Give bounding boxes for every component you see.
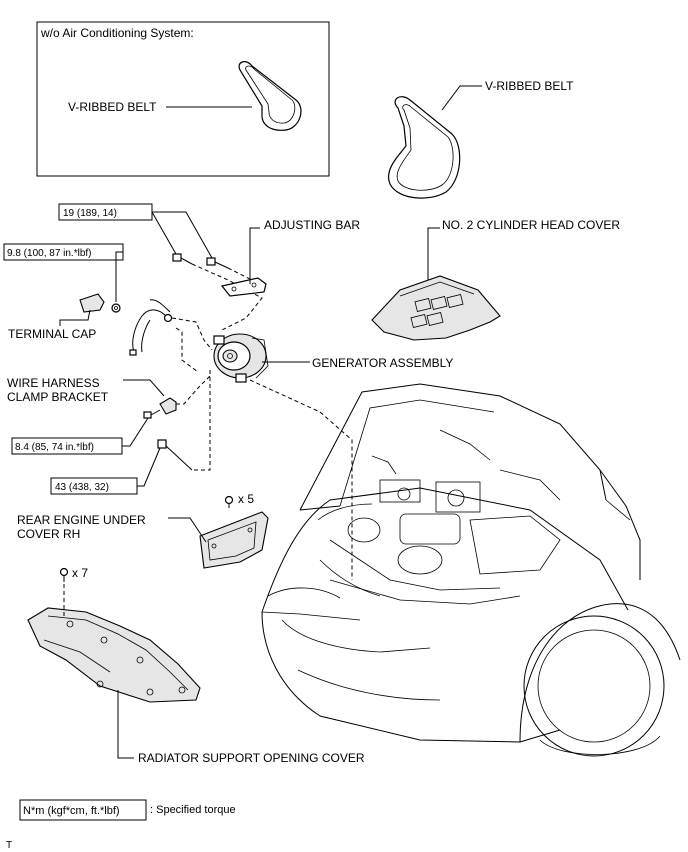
clip-icon [59,567,69,582]
inset-v-ribbed-belt [238,61,302,131]
no2-cylinder-head-cover-label: NO. 2 CYLINDER HEAD COVER [442,218,620,232]
legend-text: : Specified torque [150,804,236,816]
rear-engine-under-cover-rh [199,511,269,569]
nut-icon [111,303,121,313]
bolt-icon [206,257,229,269]
corner-mark: T [6,840,12,851]
v-ribbed-belt-label: V-RIBBED BELT [485,79,574,93]
long-bolt-icon [157,439,193,471]
quantity-x7: x 7 [72,566,88,580]
wire-harness-label-1: WIRE HARNESS [7,376,100,390]
generator-assembly [213,333,269,383]
bolt-icon [143,409,161,419]
long-bolt-guide-dash [192,370,211,471]
torque-43-leader [137,447,161,487]
torque-43: 43 (438, 32) [55,482,109,493]
rear-engine-label-1: REAR ENGINE UNDER [17,513,146,527]
terminal-cap [79,293,105,313]
torque-84: 8.4 (85, 74 in.*lbf) [15,442,94,453]
bolt-guide-dash [191,263,263,331]
wire-harness-label-2: CLAMP BRACKET [7,390,109,404]
wire-harness-clamp-bracket [159,397,177,415]
radiator-support-label: RADIATOR SUPPORT OPENING COVER [138,751,365,765]
rear-cover-leader [168,517,207,543]
torque-19: 19 (189, 14) [63,208,117,219]
adjusting-bar [220,277,267,297]
radiator-cover-leader [117,690,134,759]
harness-guide-dash-2 [175,327,199,373]
rear-engine-label-2: COVER RH [17,527,80,541]
torque-98: 9.8 (100, 87 in.*lbf) [7,248,92,259]
inset-belt-label: V-RIBBED BELT [68,100,157,114]
belt-leader [441,85,482,111]
generator-assembly-label: GENERATOR ASSEMBLY [312,356,453,370]
quantity-x5: x 5 [238,492,254,506]
terminal-cap-leader [59,309,91,326]
v-ribbed-belt [388,96,461,199]
torque-19-leader-b [151,211,177,255]
head-cover-leader [427,227,440,280]
inset-title: w/o Air Conditioning System: [40,26,194,40]
legend-box [19,799,147,821]
harness-guide-dash [171,317,213,351]
adjusting-bar-leader [249,227,260,284]
clip-icon [224,495,234,508]
clamp-bracket-leader [123,379,165,397]
wire-harness [129,299,173,356]
torque-98-leader [115,251,123,302]
torque-19-leader-a [152,211,213,259]
generator-to-engine-dash [249,379,353,580]
vehicle-front [261,383,681,757]
adjusting-bar-label: ADJUSTING BAR [264,218,360,232]
bolt-guide-dash [227,267,253,281]
inset-box [36,21,330,177]
no2-cylinder-head-cover [371,275,501,341]
radiator-support-opening-cover [27,607,201,703]
bolt-icon [172,253,193,265]
legend-box-text: N*m (kgf*cm, ft.*lbf) [23,805,120,817]
clamp-guide-dash [176,375,211,405]
torque-84-leader [122,417,149,447]
terminal-cap-label: TERMINAL CAP [8,327,96,341]
